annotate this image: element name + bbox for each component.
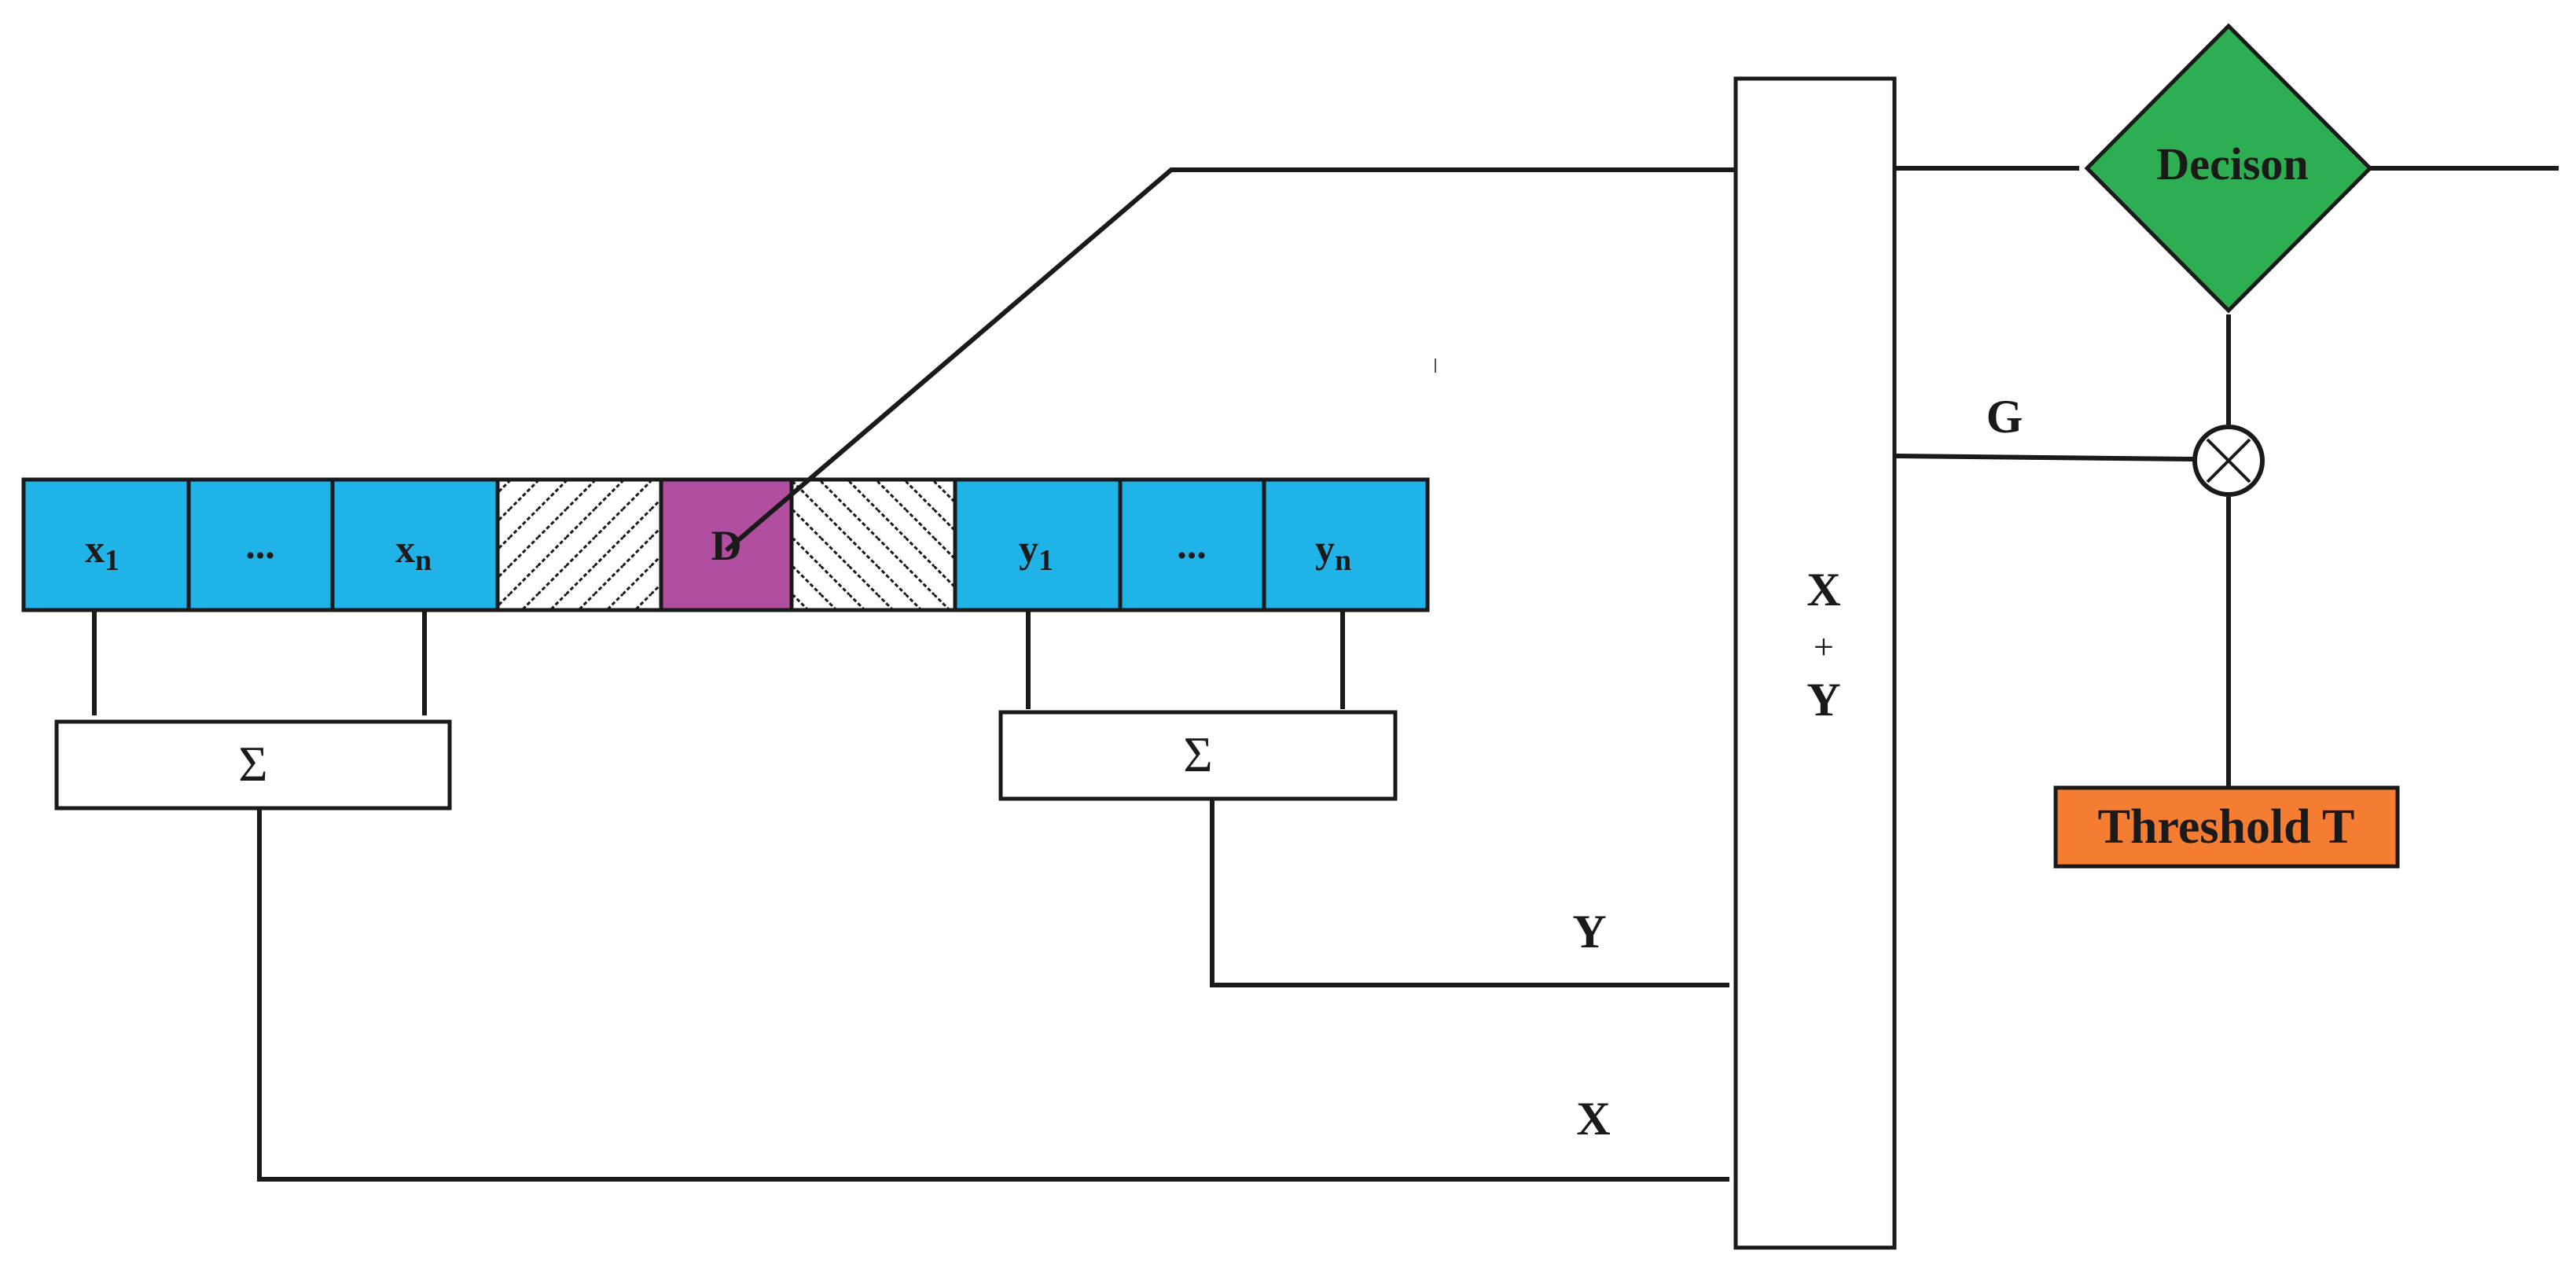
label-x-signal: X: [1576, 1093, 1610, 1145]
cell-ellipsis-right: [1118, 477, 1266, 612]
cell-ellipsis-left: [186, 477, 335, 612]
label-xn: xn: [395, 527, 432, 577]
register-bar: [21, 477, 1430, 612]
label-ellipsis-left: ...: [245, 523, 275, 567]
sum-box-right: [998, 710, 1398, 801]
label-g-signal: G: [1986, 391, 2023, 443]
label-x1: x1: [85, 527, 119, 577]
cell-y1: [953, 477, 1123, 612]
threshold-label: Threshold T: [2098, 800, 2355, 854]
combiner-label-x: X: [1806, 564, 1840, 616]
sum-box-left: [54, 719, 452, 811]
combiner-label-y: Y: [1806, 674, 1840, 726]
decision-diamond: [2084, 23, 2373, 314]
signal-lines: [257, 166, 2559, 1182]
cell-yn: [1262, 477, 1430, 612]
line-detector-to-decision: [725, 167, 1736, 553]
line-g-to-multiplier: [1894, 454, 2194, 461]
cell-x1: [21, 477, 191, 612]
label-y1: y1: [1019, 527, 1053, 577]
threshold-box: [2053, 785, 2400, 869]
line-x-to-combiner: [257, 808, 1730, 1182]
label-detector: D: [711, 522, 742, 569]
label-ellipsis-right: ...: [1177, 523, 1207, 567]
register-to-sum-arrows: [92, 612, 1345, 716]
cell-xn: [330, 477, 500, 612]
cell-detector: [659, 477, 794, 612]
decision-label: Decison: [2156, 138, 2308, 189]
combiner-label-plus: +: [1813, 627, 1834, 667]
label-y-signal: Y: [1572, 906, 1606, 958]
sum-symbol-right: Σ: [1183, 726, 1212, 782]
multiplier-icon: [2206, 438, 2251, 483]
combiner-box: [1733, 76, 1897, 1250]
label-yn: yn: [1315, 527, 1351, 577]
sum-symbol-left: Σ: [238, 736, 267, 792]
line-y-to-combiner: [1210, 799, 1730, 987]
